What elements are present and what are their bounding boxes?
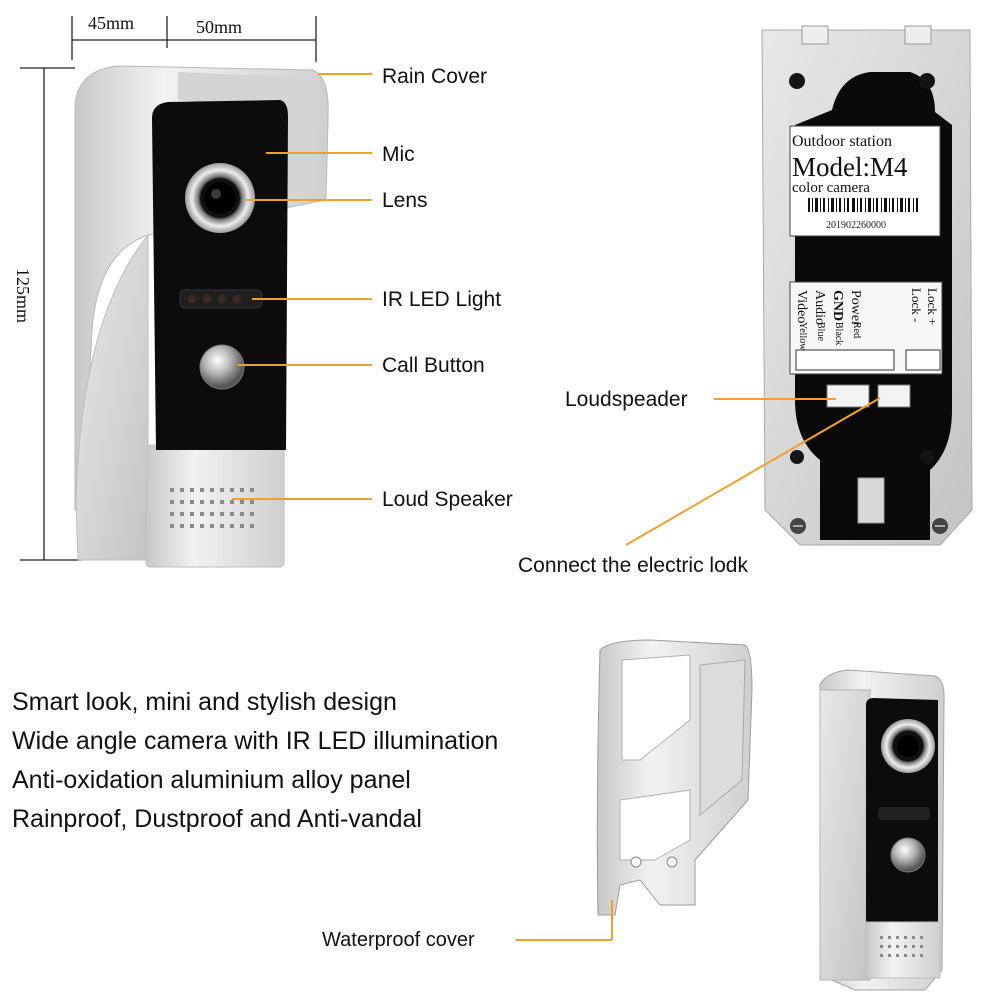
feature-item: Smart look, mini and stylish design bbox=[12, 688, 397, 716]
wire-labels: Video Audio GND Power Yellow Blue Black … bbox=[794, 288, 940, 351]
leader-lines bbox=[232, 73, 881, 941]
lock-terminal: Lock - bbox=[909, 288, 924, 322]
feature-item: Wide angle camera with IR LED illuminati… bbox=[12, 727, 499, 755]
speaker-grille bbox=[170, 488, 254, 528]
outdoor-unit-front bbox=[74, 65, 329, 568]
lock-terminal: Lock + bbox=[925, 288, 940, 325]
wire-color: Black bbox=[833, 322, 844, 345]
dimension-height: 125mm bbox=[13, 268, 33, 324]
plate-line-3: color camera bbox=[792, 180, 870, 196]
plate-model: Model:M4 bbox=[792, 152, 908, 182]
wire-color: Red bbox=[851, 322, 862, 338]
plate-line-1: Outdoor station bbox=[792, 133, 892, 150]
wire-label: Video bbox=[794, 290, 809, 323]
feature-item: Rainproof, Dustproof and Anti-vandal bbox=[12, 805, 422, 833]
wire-color: Blue bbox=[815, 322, 826, 341]
feature-list: Smart look, mini and stylish design Wide… bbox=[12, 683, 498, 839]
outdoor-unit-back: Outdoor station Model:M4 color camera 20… bbox=[761, 25, 973, 546]
dimension-width-right: 50mm bbox=[196, 17, 243, 37]
label-lens: Lens bbox=[382, 189, 428, 212]
ir-led-strip bbox=[179, 289, 263, 309]
label-call-button: Call Button bbox=[382, 354, 485, 377]
label-waterproof-cover: Waterproof cover bbox=[322, 929, 475, 951]
label-loud-speaker: Loud Speaker bbox=[382, 488, 513, 511]
label-rain-cover: Rain Cover bbox=[382, 65, 488, 88]
dimension-lines bbox=[20, 16, 317, 561]
label-electric-lock: Connect the electric lodk bbox=[518, 554, 748, 577]
plate-serial: 201902260000 bbox=[826, 220, 886, 231]
label-mic: Mic bbox=[382, 143, 415, 166]
waterproof-cover bbox=[596, 639, 753, 916]
label-ir-led: IR LED Light bbox=[382, 288, 502, 311]
outdoor-unit-small bbox=[819, 669, 945, 991]
wire-label: GND bbox=[830, 290, 845, 321]
wire-color: Yellow bbox=[797, 322, 808, 351]
barcode bbox=[808, 198, 918, 212]
feature-item: Anti-oxidation aluminium alloy panel bbox=[12, 766, 411, 794]
wire-label: Power bbox=[848, 290, 863, 326]
wire-label: Audio bbox=[812, 290, 827, 325]
dimension-width-left: 45mm bbox=[88, 13, 135, 33]
label-loudspeader: Loudspeader bbox=[565, 388, 688, 411]
